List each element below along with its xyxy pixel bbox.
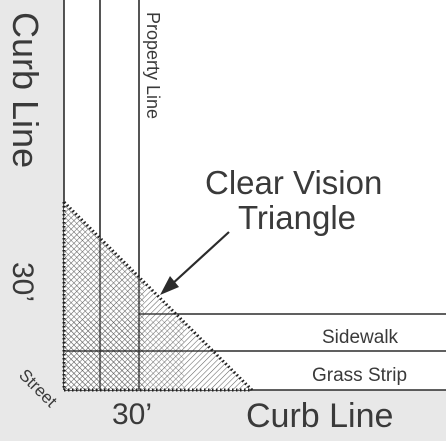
arrowhead-icon (160, 276, 179, 295)
distance-vertical-label: 30’ (6, 262, 39, 302)
clear-vision-triangle (62, 200, 256, 392)
vertical-curb-band (0, 0, 64, 441)
clear-vision-title-line2: Triangle (238, 199, 356, 236)
sidewalk-label: Sidewalk (322, 327, 399, 348)
curb-line-horizontal-label: Curb Line (246, 397, 393, 435)
clear-vision-title-line1: Clear Vision (205, 164, 382, 201)
curb-line-vertical-label: Curb Line (5, 12, 46, 168)
distance-horizontal-label: 30’ (112, 398, 152, 431)
leader-arrow (160, 231, 230, 295)
horizontal-curb-band (0, 390, 446, 441)
property-line-label: Property Line (143, 12, 163, 119)
triangle-dotted-outline (62, 200, 256, 392)
grass-strip-label: Grass Strip (312, 365, 407, 386)
